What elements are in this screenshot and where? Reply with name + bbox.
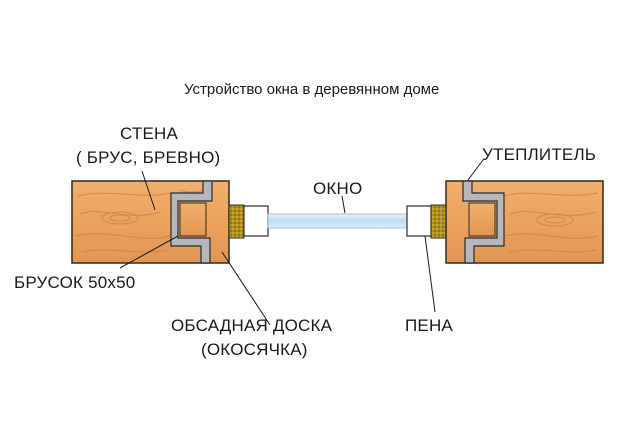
label-wall-line1: СТЕНА: [120, 124, 179, 143]
right-window-frame: [406, 205, 432, 237]
label-bar: БРУСОК 50х50: [14, 273, 136, 292]
label-insulation: УТЕПЛИТЕЛЬ: [482, 145, 597, 164]
leader-bar: [119, 235, 179, 269]
right-foam: [430, 204, 447, 239]
left-bar-50x50: [179, 202, 207, 237]
leader-insulation: [467, 159, 484, 181]
label-wall-line2: ( БРУС, БРЕВНО): [76, 148, 221, 167]
label-casing-line1: ОБСАДНАЯ ДОСКА: [171, 316, 333, 335]
left-window-frame: [243, 205, 269, 237]
leader-casing: [221, 251, 271, 326]
leader-window: [341, 195, 346, 214]
leader-lines: [119, 159, 484, 326]
left-casing-board: [170, 180, 213, 264]
right-casing-board: [462, 180, 505, 264]
label-window: ОКНО: [313, 179, 363, 198]
left-foam: [228, 204, 245, 239]
window-glass: [267, 213, 408, 229]
label-foam: ПЕНА: [405, 316, 453, 335]
right-bar-50x50: [468, 202, 496, 237]
diagram-title: Устройство окна в деревянном доме: [184, 81, 440, 98]
leader-wall: [141, 170, 156, 211]
label-casing-line2: (ОКОСЯЧКА): [201, 340, 308, 359]
leader-foam: [424, 235, 436, 313]
